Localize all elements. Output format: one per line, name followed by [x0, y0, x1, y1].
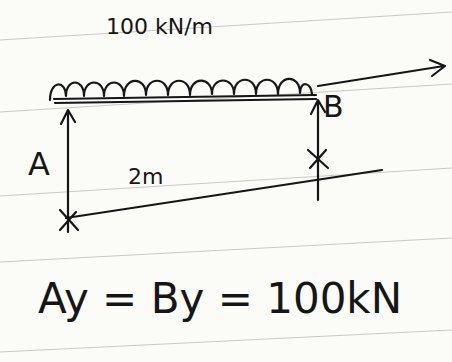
reaction-note: Ay = By = 100kN: [38, 278, 402, 320]
point-label: B: [323, 92, 344, 122]
beam: [54, 95, 316, 103]
dimension-line: [66, 170, 382, 218]
reaction-arrow-b: [311, 100, 325, 200]
load-label: 100 kN/m: [106, 16, 213, 38]
support-mark-a: [60, 210, 78, 230]
paper-lines: [0, 12, 452, 352]
support-mark-b: [308, 150, 328, 168]
point-label: A: [28, 148, 50, 180]
force-arrow: [318, 60, 445, 86]
dimension-label: 2m: [128, 166, 163, 188]
